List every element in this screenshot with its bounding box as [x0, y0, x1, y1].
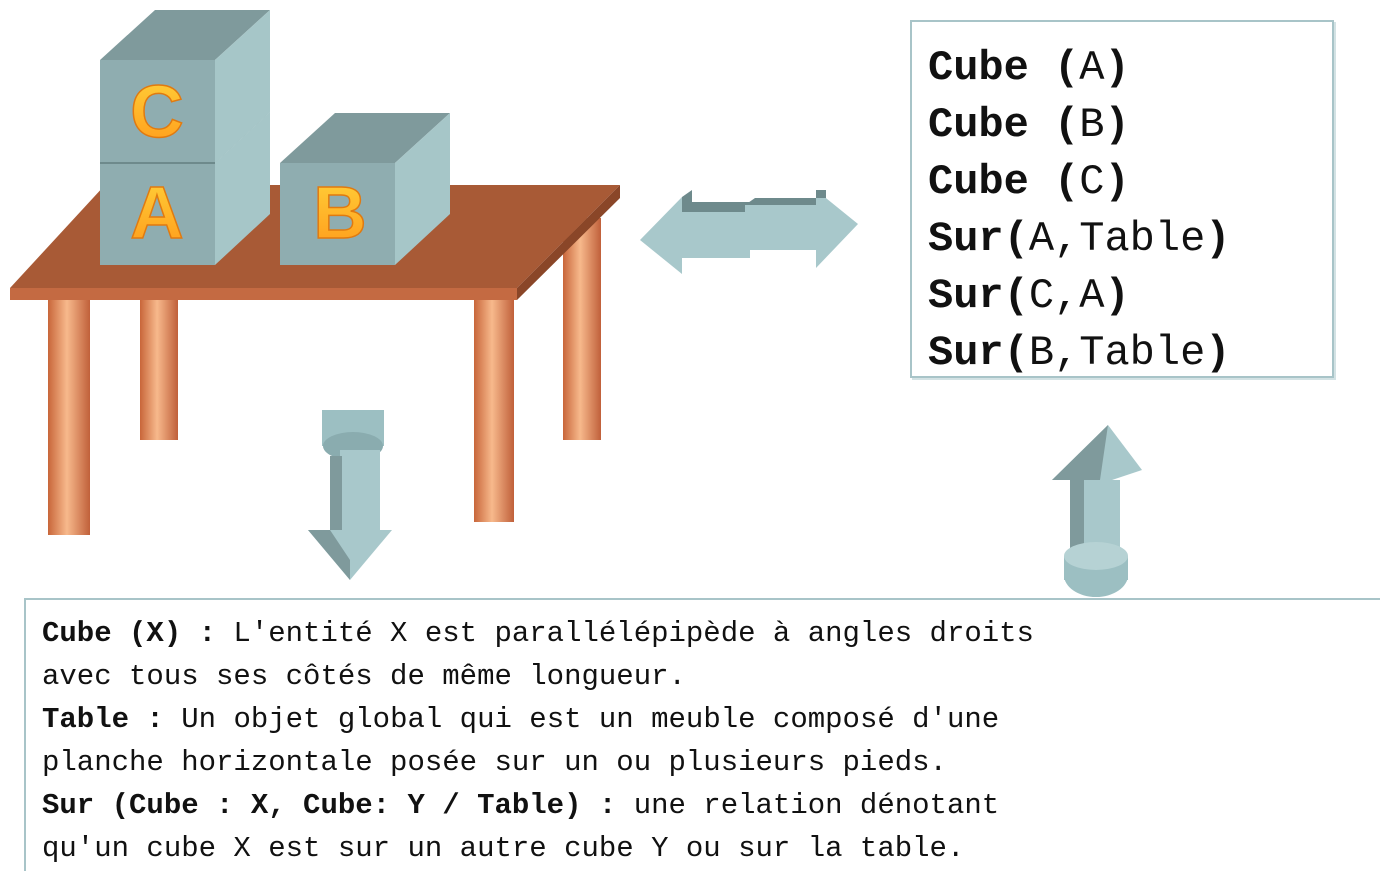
double-arrow-icon — [640, 190, 858, 274]
cube-c: C — [100, 10, 270, 164]
definition-term: Sur (Cube : X, Cube: Y / Table) : — [42, 789, 617, 822]
fact-line: Sur(B,Table) — [928, 329, 1231, 377]
cube-label-b: B — [313, 171, 366, 254]
facts-box: Cube (A) Cube (B) Cube (C) Sur(A,Table) … — [910, 20, 1334, 378]
table-edge-side — [517, 185, 620, 300]
fact-line: Sur(C,A) — [928, 272, 1130, 320]
table-leg-front-left — [48, 300, 90, 535]
definition-term: Table : — [42, 703, 164, 736]
cube-label-a: A — [130, 171, 183, 254]
up-arrow-icon — [1052, 425, 1142, 597]
definition-cube-cont: avec tous ses côtés de même longueur. — [42, 660, 686, 693]
table-edge-front — [10, 288, 517, 300]
fact-line: Cube (C) — [928, 158, 1130, 206]
table-leg-back-right — [563, 218, 601, 440]
definition-cube: Cube (X) : L'entité X est parallélépipèd… — [42, 617, 1034, 650]
table-leg-front-right — [474, 300, 514, 522]
definition-sur-cont: qu'un cube X est sur un autre cube Y ou … — [42, 832, 965, 865]
definition-sur: Sur (Cube : X, Cube: Y / Table) : une re… — [42, 789, 1000, 822]
definitions-box: Cube (X) : L'entité X est parallélépipèd… — [24, 598, 1380, 871]
fact-line: Cube (B) — [928, 101, 1130, 149]
definition-term: Cube (X) : — [42, 617, 217, 650]
down-arrow-icon — [308, 410, 392, 580]
cube-b: B — [280, 113, 450, 265]
fact-line: Cube (A) — [928, 44, 1130, 92]
definition-table: Table : Un objet global qui est un meubl… — [42, 703, 1000, 736]
definition-table-cont: planche horizontale posée sur un ou plus… — [42, 746, 947, 779]
table-leg-back-left — [140, 290, 178, 440]
fact-line: Sur(A,Table) — [928, 215, 1231, 263]
cube-label-c: C — [130, 70, 183, 153]
